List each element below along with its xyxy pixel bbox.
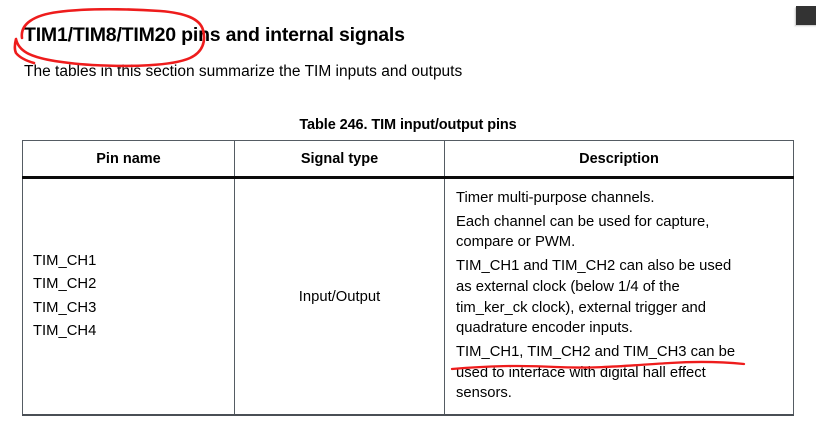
page-title: TIM1/TIM8/TIM20 pins and internal signal… — [24, 24, 405, 46]
description-line: used to interface with digital hall effe… — [456, 364, 706, 381]
cell-signal-type: Input/Output — [234, 177, 445, 417]
column-header-description: Description — [444, 140, 794, 179]
cell-pin-name: TIM_CH1 TIM_CH2 TIM_CH3 TIM_CH4 — [22, 177, 235, 417]
page-title-rest: pins and internal signals — [175, 24, 405, 46]
description-line: Timer multi-purpose channels. — [456, 190, 655, 206]
table-caption: Table 246. TIM input/output pins — [299, 117, 517, 133]
pin-name-item: TIM_CH1 — [33, 252, 97, 269]
pin-name-item: TIM_CH4 — [33, 322, 97, 339]
cell-description: Timer multi-purpose channels. Each chann… — [444, 177, 794, 417]
corner-chip — [796, 6, 816, 25]
description-paragraph: TIM_CH1 and TIM_CH2 can also be used as … — [456, 256, 783, 339]
description-paragraph: TIM_CH1, TIM_CH2 and TIM_CH3 can be used… — [456, 342, 783, 404]
pin-name-list: TIM_CH1 TIM_CH2 TIM_CH3 TIM_CH4 — [23, 179, 234, 414]
pin-name-item: TIM_CH3 — [33, 299, 97, 316]
description-line: Each channel can be used for capture, — [456, 213, 710, 230]
description-body: Timer multi-purpose channels. Each chann… — [445, 179, 793, 414]
column-header-signal-type: Signal type — [234, 140, 445, 179]
description-paragraph: Each channel can be used for capture, co… — [456, 212, 783, 253]
description-line: quadrature encoder inputs. — [456, 320, 633, 337]
table-header-row: Pin name Signal type Description — [22, 140, 794, 179]
page-title-highlighted: TIM1/TIM8/TIM20 — [24, 24, 176, 46]
tim-input-output-table: Pin name Signal type Description TIM_CH1… — [22, 140, 794, 417]
pin-name-item: TIM_CH2 — [33, 276, 97, 293]
description-paragraph: Timer multi-purpose channels. — [456, 188, 783, 209]
description-line: sensors. — [456, 385, 512, 402]
description-line: compare or PWM. — [456, 234, 576, 251]
column-header-pin-name: Pin name — [22, 140, 235, 179]
table-row: TIM_CH1 TIM_CH2 TIM_CH3 TIM_CH4 Input/Ou… — [22, 177, 794, 417]
description-line: TIM_CH1 and TIM_CH2 can also be used — [456, 258, 732, 275]
page-subtitle: The tables in this section summarize the… — [24, 63, 463, 80]
signal-type-value: Input/Output — [298, 288, 381, 305]
description-line: as external clock (below 1/4 of the — [456, 278, 680, 295]
description-line: tim_ker_ck clock), external trigger and — [456, 299, 707, 316]
description-line: TIM_CH1, TIM_CH2 and TIM_CH3 can be — [456, 343, 736, 360]
